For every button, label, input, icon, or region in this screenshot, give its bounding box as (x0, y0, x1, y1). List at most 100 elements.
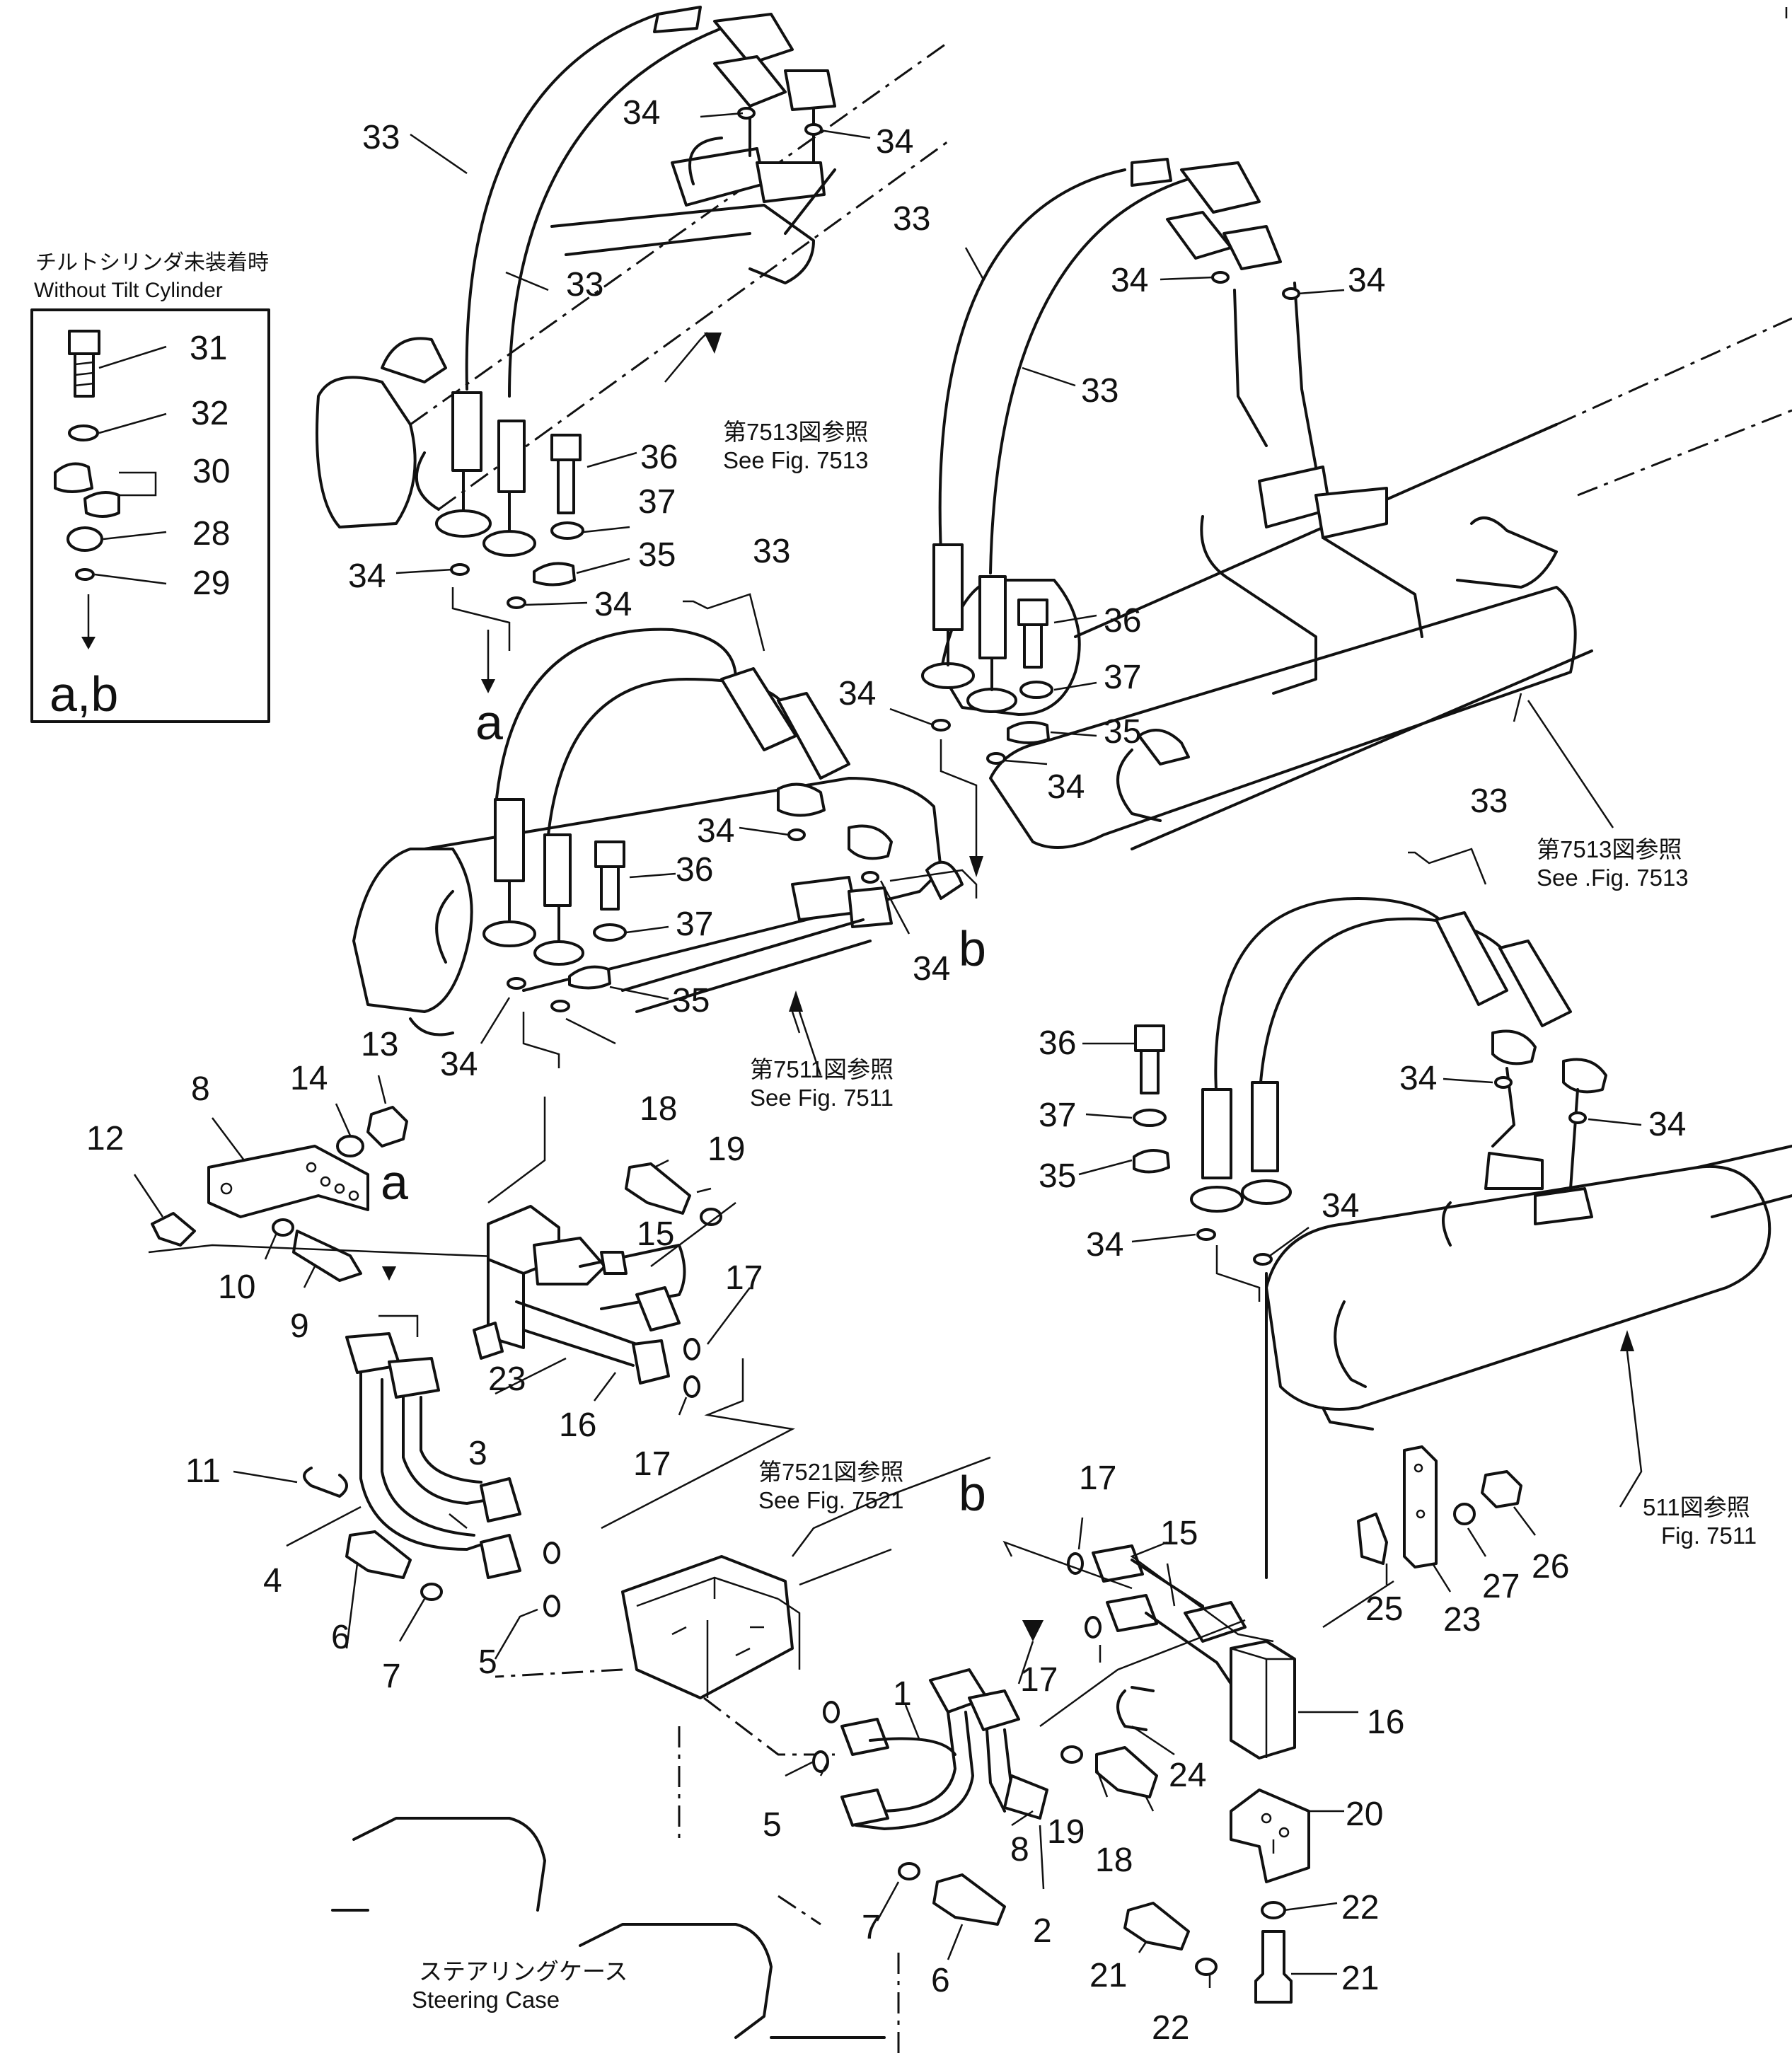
callout-number: 12 (86, 1120, 124, 1157)
upper-left-cylinder (316, 6, 949, 693)
callout-number: 18 (1095, 1842, 1133, 1879)
center-valve-block (473, 1097, 795, 1530)
callout-number: 15 (637, 1215, 674, 1253)
inset-plug-icon (67, 526, 103, 552)
letter-b-middle: b (959, 921, 986, 976)
callout-number: 27 (1482, 1568, 1520, 1605)
inset-callout-31: 31 (190, 330, 227, 367)
callout-number: 6 (331, 1619, 350, 1656)
callout-number: 18 (640, 1090, 677, 1128)
callout-number: 34 (838, 675, 876, 712)
inset-bolt-icon (68, 330, 100, 398)
callout-number: 35 (1039, 1157, 1076, 1195)
inset-o-ring-icon (75, 568, 95, 581)
callout-number: 21 (1089, 1957, 1127, 1994)
left-bracket-and-pipes (133, 1075, 567, 1660)
callout-number: 26 (1532, 1548, 1569, 1585)
callout-number: 25 (1365, 1590, 1403, 1628)
callout-number: 2 (1033, 1912, 1052, 1950)
callout-number: 8 (191, 1070, 210, 1108)
letter-a-upper: a (475, 695, 503, 750)
right-valve-and-brackets (1002, 1445, 1536, 2004)
callout-number: 37 (1039, 1097, 1076, 1134)
callout-number: 24 (1169, 1757, 1206, 1794)
callout-number: 34 (1648, 1106, 1686, 1143)
center-pipes (785, 1528, 1048, 1960)
callout-number: 16 (1367, 1704, 1404, 1741)
ref-511-en: Fig. 7511 (1661, 1522, 1757, 1549)
callout-number: 11 (185, 1452, 221, 1490)
callout-number: 20 (1346, 1796, 1383, 1833)
callout-number: 34 (1322, 1187, 1359, 1225)
callout-number: 13 (361, 1026, 398, 1063)
callout-number: 5 (763, 1806, 782, 1844)
callout-number: 37 (1104, 659, 1141, 696)
callout-number: 34 (876, 123, 913, 161)
callout-number: 35 (638, 536, 676, 574)
callout-number: 34 (594, 586, 632, 623)
callout-number: 36 (640, 439, 678, 476)
inset-callout-29: 29 (192, 565, 230, 602)
callout-number: 34 (1348, 262, 1385, 299)
callout-number: 34 (697, 812, 734, 850)
steering-case-jp: ステアリングケース (419, 1958, 628, 1984)
ref-7513-right-en: See .Fig. 7513 (1537, 865, 1689, 891)
callout-number: 33 (1470, 782, 1508, 820)
callout-number: 19 (1047, 1813, 1085, 1851)
callout-number: 35 (672, 982, 710, 1019)
letter-b-lower: b (959, 1466, 986, 1521)
inset-callout-32: 32 (191, 395, 229, 432)
callout-number: 34 (1047, 768, 1085, 806)
callout-number: 35 (1104, 713, 1141, 751)
letter-a-lower: a (381, 1155, 408, 1210)
callout-number: 21 (1341, 1960, 1379, 1997)
ref-7521-jp: 第7521図参照 (758, 1459, 903, 1485)
callout-number: 34 (348, 557, 386, 595)
ref-7521-en: See Fig. 7521 (758, 1487, 903, 1513)
callout-number: 33 (753, 533, 790, 570)
callout-number: 23 (1443, 1601, 1481, 1639)
steering-case-en: Steering Case (412, 1987, 560, 2013)
ref-7513-right-jp: 第7513図参照 (1537, 836, 1682, 862)
callout-number: 5 (478, 1643, 497, 1681)
callout-number: 34 (913, 950, 950, 988)
callout-number: 23 (488, 1360, 526, 1398)
callout-number: 34 (1399, 1060, 1437, 1097)
inset-title-jp: チルトシリンダ未装着時 (35, 251, 269, 275)
ref-7513-top-jp: 第7513図参照 (723, 419, 868, 445)
callout-number: 34 (623, 94, 660, 132)
callout-number: 16 (559, 1406, 596, 1444)
ref-7511-mid-en: See Fig. 7511 (750, 1085, 894, 1111)
inset-split-flange-icon (54, 462, 120, 518)
callout-number: 9 (290, 1307, 309, 1345)
callout-number: 19 (707, 1131, 745, 1168)
callout-number: 34 (1086, 1226, 1123, 1264)
callout-number: 1 (893, 1675, 912, 1713)
callout-number: 34 (1111, 262, 1148, 299)
inset-callout-30: 30 (192, 453, 230, 490)
callout-number: 3 (468, 1435, 487, 1472)
callout-number: 7 (862, 1909, 881, 1946)
callout-number: 10 (218, 1269, 255, 1306)
callout-number: 36 (1104, 602, 1141, 640)
callout-number: 33 (362, 119, 400, 156)
callout-number: 33 (1081, 372, 1118, 410)
inset-without-tilt-cylinder: チルトシリンダ未装着時 Without Tilt Cylinder 31 32 … (30, 251, 270, 723)
ref-7511-mid-jp: 第7511図参照 (750, 1056, 894, 1082)
lower-right-cylinder (1078, 848, 1792, 1579)
callout-number: 33 (893, 200, 930, 238)
inset-washer-icon (68, 424, 99, 441)
callout-number: 22 (1152, 2009, 1189, 2047)
callout-number: 34 (440, 1046, 478, 1083)
upper-right-cylinder (889, 158, 1792, 877)
callout-number: 37 (638, 483, 676, 521)
callout-number: 17 (1020, 1661, 1058, 1699)
callout-number: 36 (1039, 1024, 1076, 1062)
callout-number: 6 (931, 1962, 950, 1999)
middle-left-cylinder (352, 593, 978, 1076)
inset-frame (30, 308, 270, 723)
callout-number: 22 (1341, 1889, 1379, 1926)
callout-number: 33 (566, 266, 603, 304)
callout-number: 17 (1079, 1460, 1116, 1497)
